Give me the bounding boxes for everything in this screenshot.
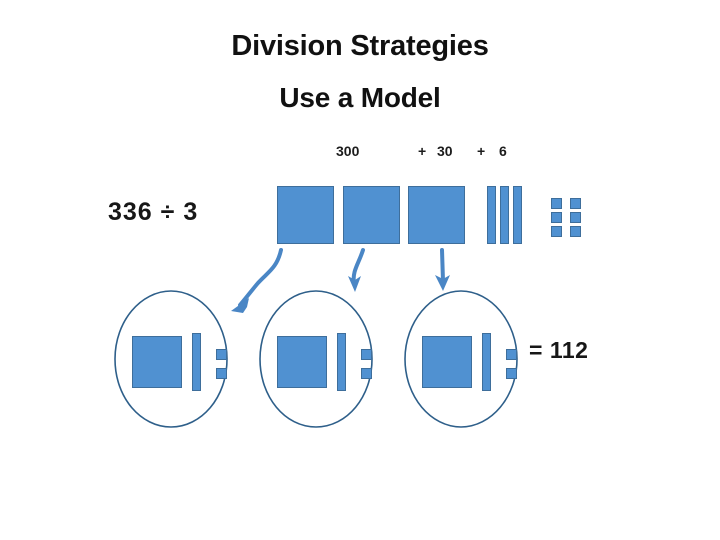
page-title: Division Strategies <box>231 30 489 62</box>
ones-unit-block <box>361 368 372 379</box>
ones-unit-block <box>551 226 562 237</box>
group-oval-outline <box>404 290 518 428</box>
group-oval-outline <box>114 290 228 428</box>
hundreds-flat-block <box>422 336 472 388</box>
hundreds-flat-block <box>277 336 327 388</box>
tens-rod-block <box>513 186 522 244</box>
ones-unit-block <box>570 226 581 237</box>
quotient-result: = 112 <box>529 337 589 363</box>
label-hundreds: 300 <box>336 143 360 159</box>
label-plus-sign-1: + <box>418 143 427 159</box>
arrow-to-group-3 <box>435 248 450 291</box>
hundreds-flat-block <box>277 186 334 244</box>
equal-group-3 <box>402 288 520 430</box>
tens-rod-block <box>337 333 346 391</box>
label-ones: 6 <box>499 143 507 159</box>
group-oval-outline <box>259 290 373 428</box>
ones-unit-block <box>361 349 372 360</box>
tens-rod-block <box>482 333 491 391</box>
ones-unit-block <box>551 212 562 223</box>
label-tens: 30 <box>437 143 453 159</box>
ones-unit-block <box>216 368 227 379</box>
ones-unit-block <box>506 368 517 379</box>
hundreds-flat-block <box>408 186 465 244</box>
ones-unit-block <box>570 212 581 223</box>
hundreds-flat-block <box>343 186 400 244</box>
ones-unit-block <box>216 349 227 360</box>
arrow-to-group-2 <box>348 248 365 292</box>
hundreds-flat-block <box>132 336 182 388</box>
ones-unit-block <box>506 349 517 360</box>
equal-group-1 <box>112 288 230 430</box>
equal-group-2 <box>257 288 375 430</box>
page-subtitle: Use a Model <box>279 82 441 113</box>
ones-unit-block <box>570 198 581 209</box>
ones-unit-block <box>551 198 562 209</box>
tens-rod-block <box>192 333 201 391</box>
tens-rod-block <box>500 186 509 244</box>
tens-rod-block <box>487 186 496 244</box>
division-expression: 336 ÷ 3 <box>108 198 199 226</box>
label-plus-sign-2: + <box>477 143 486 159</box>
